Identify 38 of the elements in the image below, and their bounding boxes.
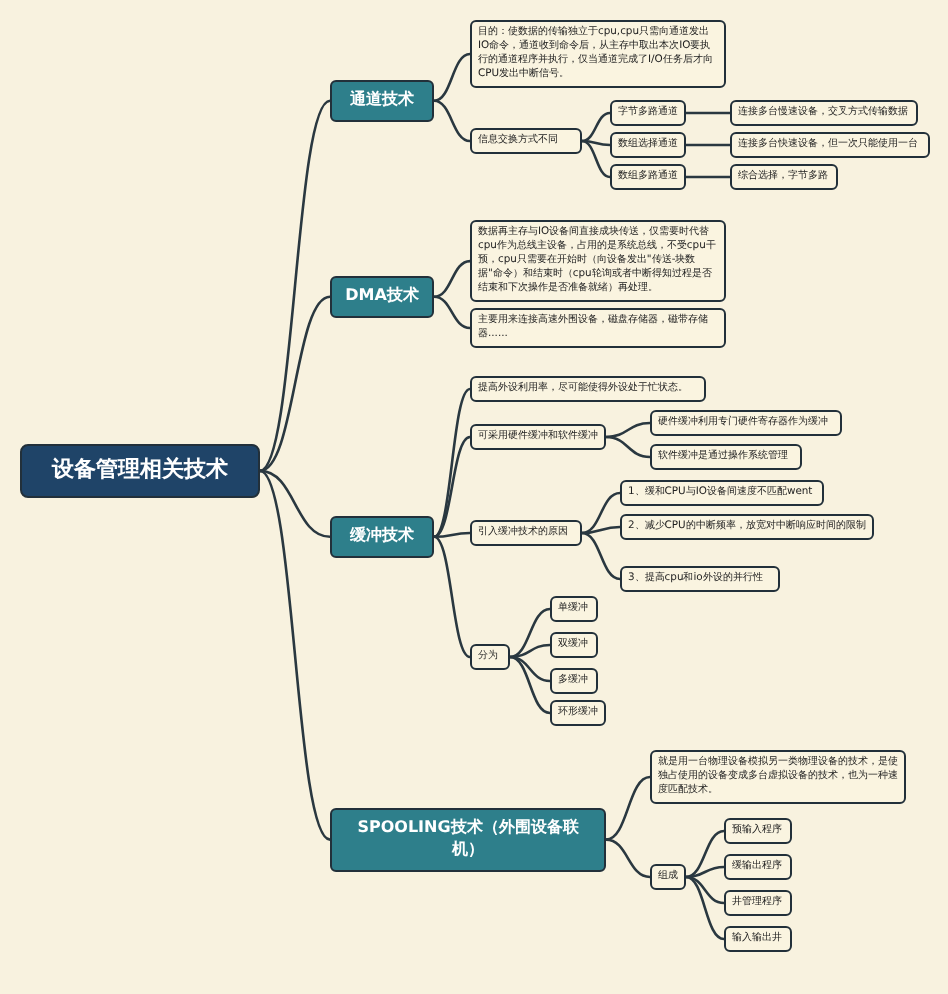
- branch-line: [581, 111, 611, 143]
- main-topic-box: DMA技术: [330, 276, 434, 318]
- branch-line: [259, 469, 331, 539]
- branch-line: [581, 491, 621, 535]
- branch-line: [259, 99, 331, 472]
- branch-line: [433, 52, 471, 103]
- branch-line: [581, 139, 611, 179]
- branch-line: [509, 607, 551, 659]
- branch-line: [581, 531, 621, 581]
- main-topic-box: 通道技术: [330, 80, 434, 122]
- branch-line: [605, 435, 651, 459]
- central-topic-box: 设备管理相关技术: [20, 444, 260, 498]
- main-topic-box: SPOOLING技术（外围设备联机）: [330, 808, 606, 872]
- branch-line: [433, 99, 471, 143]
- branch-line: [685, 875, 725, 941]
- branch-line: [433, 259, 471, 299]
- branch-line: [433, 295, 471, 330]
- branch-line: [685, 829, 725, 879]
- main-topic-box: 缓冲技术: [330, 516, 434, 558]
- branch-line: [433, 387, 471, 538]
- branch-line: [605, 421, 651, 439]
- branch-line: [433, 531, 471, 539]
- branch-line: [686, 175, 730, 179]
- branch-line: [509, 643, 551, 659]
- branch-line: [605, 775, 651, 841]
- branch-line: [581, 139, 611, 147]
- branch-line: [433, 435, 471, 538]
- branch-line: [433, 535, 471, 659]
- branch-line: [685, 865, 725, 879]
- branch-line: [605, 838, 651, 879]
- branch-line: [509, 655, 551, 683]
- branch-line: [509, 655, 551, 715]
- branch-line: [686, 143, 730, 147]
- branch-line: [686, 111, 730, 115]
- branch-line: [685, 875, 725, 905]
- branch-line: [259, 295, 331, 473]
- branch-line: [581, 525, 621, 535]
- branch-line: [259, 469, 331, 841]
